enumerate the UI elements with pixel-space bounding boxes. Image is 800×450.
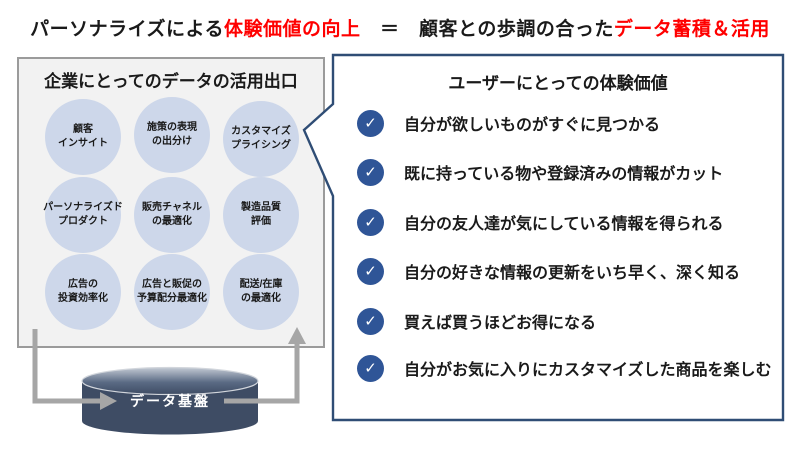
usage-circle-label: 配送/在庫 bbox=[239, 278, 283, 290]
title-segment-emphasis: 体験価値の向上 bbox=[224, 19, 361, 40]
usage-circle: パーソナライズド プロダクト bbox=[43, 177, 123, 253]
usage-circle-label: の出分け bbox=[152, 136, 192, 147]
benefit-item: ✓ 自分が欲しいものがすぐに見つかる bbox=[357, 109, 660, 137]
usage-circle-label: インサイト bbox=[58, 138, 108, 149]
usage-circle-label: 販売チャネル bbox=[142, 201, 202, 213]
usage-circle-label: の最適化 bbox=[152, 216, 192, 227]
usage-circle: カスタマイズ プライシング bbox=[223, 101, 299, 177]
usage-circle-label: 広告の bbox=[68, 278, 98, 290]
title-segment-equals: ＝ bbox=[360, 19, 420, 40]
usage-circle-label: カスタマイズ bbox=[231, 125, 291, 137]
usage-circle-label: 投資効率化 bbox=[58, 293, 108, 304]
benefit-item-label: 自分が欲しいものがすぐに見つかる bbox=[404, 117, 661, 134]
usage-circle: 配送/在庫 の最適化 bbox=[223, 254, 299, 330]
usage-circle: 製造品質 評価 bbox=[223, 177, 299, 253]
usage-circle-label: プライシング bbox=[231, 140, 291, 151]
benefit-item: ✓ 自分の好きな情報の更新をいち早く、深く知る bbox=[357, 257, 740, 285]
usage-circle: 施策の表現 の出分け bbox=[134, 97, 210, 173]
company-panel-title: 企業にとってのデータの活用出口 bbox=[44, 72, 298, 91]
benefit-item: ✓ 自分がお気に入りにカスタマイズした商品を楽しむ bbox=[357, 354, 772, 382]
user-value-bubble-shape bbox=[302, 53, 785, 422]
usage-circle-label: 評価 bbox=[251, 216, 271, 227]
usage-circle-label: 予算配分最適化 bbox=[137, 293, 207, 304]
check-icon: ✓ bbox=[357, 257, 384, 285]
usage-circle: 広告と販促の 予算配分最適化 bbox=[134, 254, 210, 330]
check-icon: ✓ bbox=[357, 109, 384, 137]
company-data-panel: 企業にとってのデータの活用出口 顧客 インサイト 施策の表現 の出分け カスタマ… bbox=[17, 57, 325, 348]
usage-circle: 広告の 投資効率化 bbox=[45, 254, 121, 330]
usage-circle-label: 製造品質 bbox=[241, 201, 281, 213]
title-segment: パーソナライズによる bbox=[30, 19, 224, 40]
usage-circle-label: プロダクト bbox=[58, 216, 108, 227]
benefit-item: ✓ 既に持っている物や登録済みの情報がカット bbox=[357, 158, 723, 186]
usage-circle: 販売チャネル の最適化 bbox=[134, 177, 210, 253]
user-value-panel: ユーザーにとっての体験価値 ✓ 自分が欲しいものがすぐに見つかる ✓ 既に持って… bbox=[333, 55, 783, 420]
benefit-item: ✓ 買えば買うほどお得になる bbox=[357, 307, 596, 335]
usage-circle-label: 広告と販促の bbox=[142, 278, 202, 290]
title-segment-emphasis: データ蓄積＆活用 bbox=[613, 19, 770, 40]
data-platform-label: データ基盤 bbox=[130, 393, 210, 409]
benefit-item: ✓ 自分の友人達が気にしている情報を得られる bbox=[357, 208, 724, 236]
user-panel-title: ユーザーにとっての体験価値 bbox=[448, 74, 668, 93]
arrow-panel-to-platform bbox=[32, 329, 117, 410]
benefit-item-label: 既に持っている物や登録済みの情報がカット bbox=[404, 166, 724, 183]
page-title: パーソナライズによる体験価値の向上 ＝ 顧客との歩調の合ったデータ蓄積＆活用 bbox=[0, 14, 800, 41]
arrow-platform-to-panel bbox=[224, 327, 306, 404]
usage-circle-label: 施策の表現 bbox=[147, 121, 197, 133]
benefit-item-label: 自分がお気に入りにカスタマイズした商品を楽しむ bbox=[404, 362, 772, 379]
benefit-item-label: 自分の友人達が気にしている情報を得られる bbox=[404, 216, 724, 233]
title-segment: 顧客との歩調の合った bbox=[419, 19, 614, 40]
usage-circle-label: 顧客 bbox=[73, 123, 93, 135]
check-icon: ✓ bbox=[357, 354, 384, 382]
benefit-item-label: 自分の好きな情報の更新をいち早く、深く知る bbox=[404, 265, 741, 282]
usage-circle-label: パーソナライズド bbox=[43, 201, 123, 213]
benefit-item-label: 買えば買うほどお得になる bbox=[404, 315, 597, 332]
check-icon: ✓ bbox=[357, 307, 384, 335]
check-icon: ✓ bbox=[357, 158, 384, 186]
check-icon: ✓ bbox=[357, 208, 384, 236]
usage-circle-label: の最適化 bbox=[241, 293, 281, 304]
usage-circle: 顧客 インサイト bbox=[45, 99, 121, 175]
